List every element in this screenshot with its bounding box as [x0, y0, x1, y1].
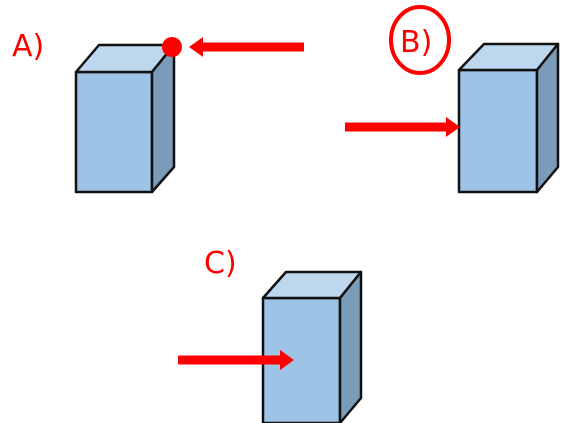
answer-circle: [389, 5, 451, 75]
arrow-c-head: [280, 350, 294, 370]
arrow-a: [189, 37, 304, 57]
arrow-b-head: [446, 117, 460, 137]
box-a: [74, 43, 176, 194]
label-a: A): [12, 29, 44, 64]
box-b-side: [535, 42, 560, 194]
arrow-c: [178, 350, 294, 370]
box-a-side: [150, 43, 176, 194]
panel-b: B): [345, 5, 560, 194]
label-b: B): [400, 25, 432, 60]
panel-c: C): [178, 246, 363, 423]
box-b-front: [457, 68, 539, 194]
box-b: [457, 42, 560, 194]
panel-a: A): [12, 29, 304, 194]
box-c: [261, 270, 363, 423]
arrow-b: [345, 117, 460, 137]
arrow-a-head: [189, 37, 203, 57]
label-c: C): [204, 246, 237, 281]
box-c-side: [338, 270, 363, 423]
dot-icon: [162, 37, 182, 57]
box-a-front: [74, 70, 154, 194]
